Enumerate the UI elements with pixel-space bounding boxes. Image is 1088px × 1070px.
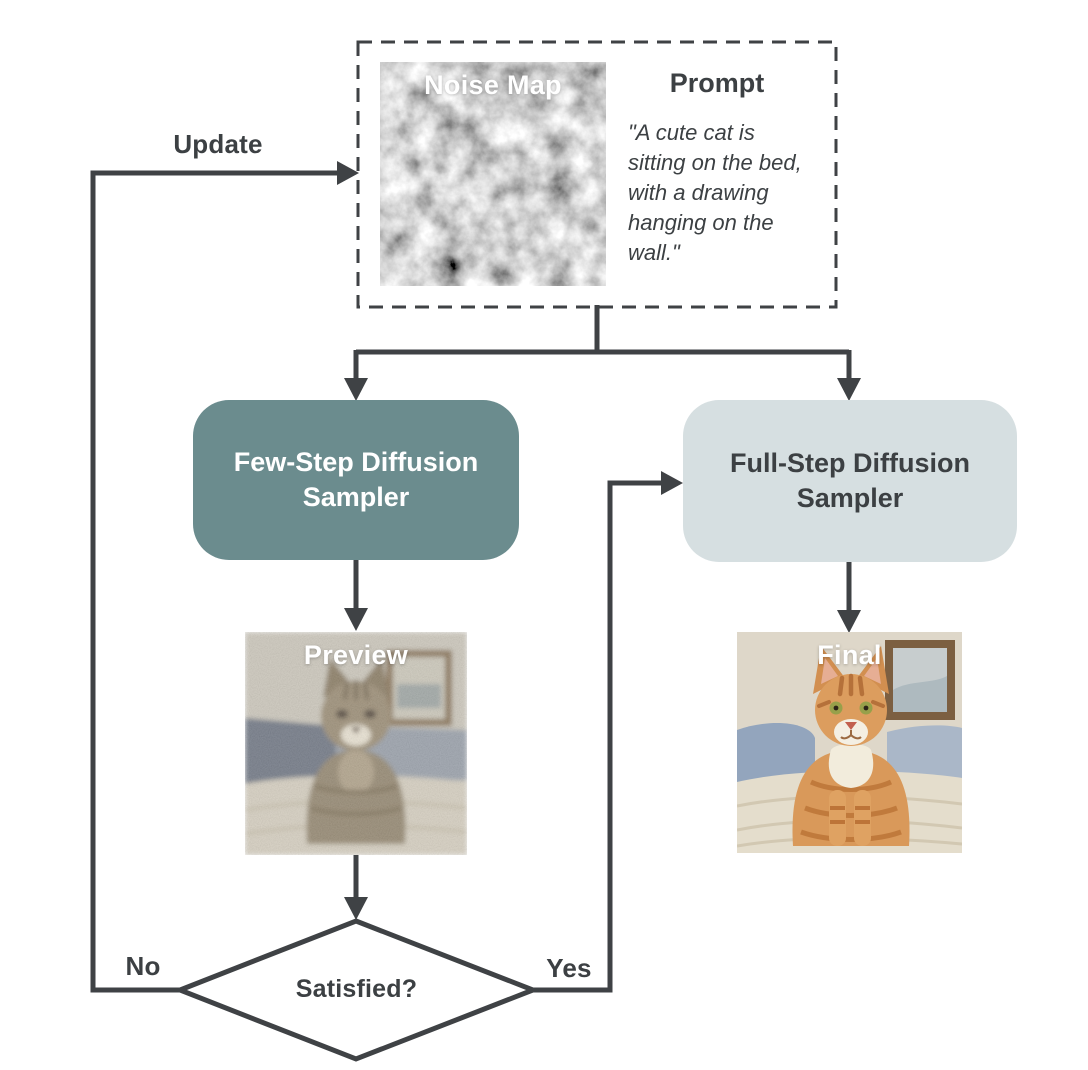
no-update-loop-line <box>90 170 340 993</box>
final-cat-scene <box>737 632 962 853</box>
preview-image: Preview <box>245 632 467 855</box>
arrowhead-to-final-icon <box>837 610 861 633</box>
arrowhead-to-full-step-icon <box>837 378 861 401</box>
few-step-sampler-box: Few-Step Diffusion Sampler <box>193 400 519 560</box>
few-step-sampler-label: Few-Step Diffusion Sampler <box>233 446 479 512</box>
noise-map-label: Noise Map <box>424 70 562 100</box>
arrowhead-to-decision-icon <box>344 897 368 920</box>
noise-texture <box>380 62 606 286</box>
yes-line <box>533 480 663 993</box>
update-label: Update <box>173 129 263 159</box>
prompt-title: Prompt <box>669 68 765 98</box>
arrowhead-to-preview-icon <box>344 608 368 631</box>
picture-frame <box>885 640 955 720</box>
connector-paths <box>90 170 852 993</box>
full-step-sampler-box: Full-Step Diffusion Sampler <box>683 400 1017 562</box>
arrowhead-yes-to-full-icon <box>661 471 683 495</box>
input-group-dashed-box <box>356 40 838 309</box>
pillows <box>737 723 962 788</box>
arrowhead-update-right-icon <box>337 161 359 185</box>
decision-yes-label: Yes <box>546 953 592 983</box>
prompt-text: "A cute cat is sitting on the bed, with … <box>628 120 802 265</box>
decision-no-label: No <box>125 951 161 981</box>
decision-label: Satisfied? <box>295 975 418 1003</box>
final-label: Final <box>817 640 882 670</box>
full-step-sampler-label: Full-Step Diffusion Sampler <box>730 447 970 513</box>
preview-label: Preview <box>303 640 409 670</box>
final-image: Final <box>737 632 962 853</box>
noise-map-image: Noise Map <box>380 62 606 286</box>
decision-diamond <box>173 918 540 1062</box>
split-line <box>353 305 852 380</box>
preview-cat-scene <box>245 632 467 855</box>
arrowhead-to-few-step-icon <box>344 378 368 401</box>
final-cat <box>792 646 910 846</box>
arrowheads <box>337 161 861 920</box>
